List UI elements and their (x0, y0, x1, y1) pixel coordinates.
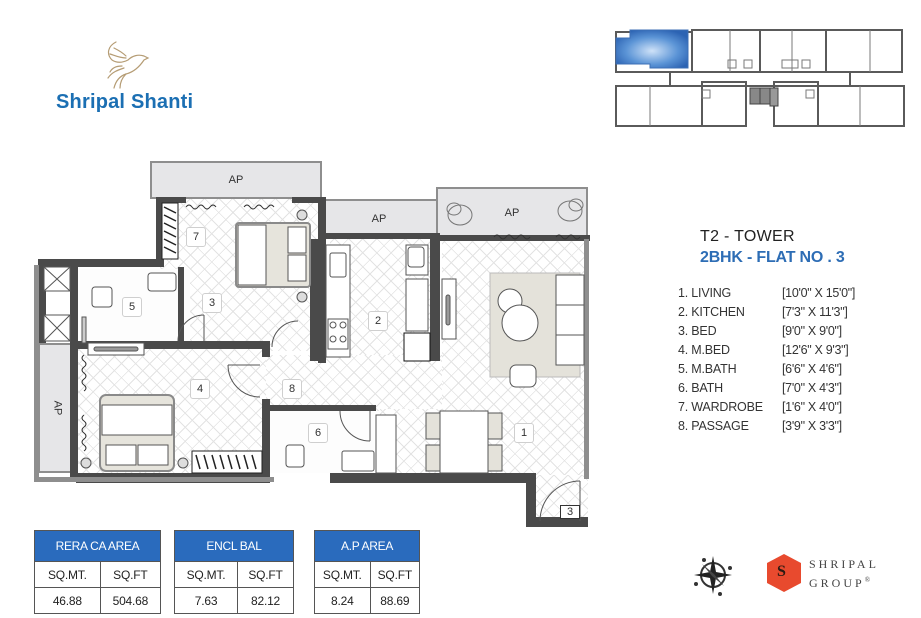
group-line2-wrap: GROUP® (809, 572, 879, 591)
entry-floor (534, 475, 588, 525)
flat-name: 2BHK - FLAT NO . 3 (700, 249, 845, 266)
key-plan-icon (615, 29, 905, 127)
col-header: SQ.FT (99, 561, 162, 588)
wall (156, 197, 186, 203)
compass-rose-icon (694, 556, 732, 596)
wall (38, 259, 164, 267)
room-name: 7. WARDROBE (678, 399, 763, 414)
room-row: 2. KITCHEN [7'3" X 11'3"] (678, 302, 918, 321)
table-value: 504.68 (99, 587, 162, 614)
room-dimension: [7'0" X 4'3"] (782, 380, 842, 395)
furniture-layer (43, 198, 585, 522)
room-name: 5. M.BATH (678, 361, 737, 376)
wall (266, 405, 376, 411)
room-schedule: 1. LIVING [10'0" X 15'0"] 2. KITCHEN [7'3"… (678, 283, 918, 435)
room-row: 3. BED [9'0" X 9'0"] (678, 321, 918, 340)
room-name: 1. LIVING (678, 285, 732, 300)
wall (70, 267, 78, 343)
room-row: 1. LIVING [10'0" X 15'0"] (678, 283, 918, 302)
table-value: 7.63 (173, 587, 239, 614)
wall (156, 197, 164, 267)
room-dimension: [1'6" X 4'0"] (782, 399, 842, 414)
group-letter: S (777, 563, 786, 580)
dove-icon (107, 41, 150, 89)
room-row: 5. M.BATH [6'6" X 4'6"] (678, 359, 918, 378)
wall (178, 267, 184, 347)
group-line1: SHRIPAL (809, 557, 879, 571)
room-label-mbed: 4 (190, 379, 210, 399)
project-name: Shripal Shanti (56, 91, 194, 113)
wall (430, 239, 440, 361)
room-row: 8. PASSAGE [3'9" X 3'3"] (678, 416, 918, 435)
group-name: SHRIPAL GROUP® (809, 556, 879, 591)
group-line2: GROUP (809, 576, 865, 590)
room-name: 2. KITCHEN (678, 304, 745, 319)
wall (70, 341, 270, 349)
col-header: SQ.FT (369, 561, 421, 588)
room-name: 8. PASSAGE (678, 418, 749, 433)
room-name: 6. BATH (678, 380, 723, 395)
room-dimension: [7'3" X 11'3"] (782, 304, 848, 319)
room-label-living: 1 (514, 423, 534, 443)
wall (292, 197, 326, 203)
flat-title-block: T2 - TOWER 2BHK - FLAT NO . 3 (700, 228, 910, 267)
col-header: SQ.MT. (34, 561, 101, 588)
ap-label: AP (371, 213, 387, 225)
room-name: 4. M.BED (678, 342, 730, 357)
room-row: 6. BATH [7'0" X 4'3"] (678, 378, 918, 397)
room-label-entry: 3 (560, 505, 580, 519)
ap-label: AP (504, 207, 520, 219)
wall (262, 341, 270, 357)
room-dimension: [10'0" X 15'0"] (782, 285, 856, 300)
room-dimension: [6'6" X 4'6"] (782, 361, 842, 376)
table-title: A.P AREA (314, 530, 420, 562)
room-name: 3. BED (678, 323, 717, 338)
table-value: 88.69 (369, 587, 421, 614)
wall (262, 399, 270, 473)
table-value: 82.12 (237, 587, 294, 614)
floor-plan: AP AP AP AP (30, 155, 600, 527)
col-header: SQ.FT (237, 561, 294, 588)
col-header: SQ.MT. (173, 561, 239, 588)
wall (526, 473, 536, 525)
room-label-bed: 3 (202, 293, 222, 313)
tower-name: T2 - TOWER (700, 228, 795, 245)
room-label-bath: 6 (308, 423, 328, 443)
room-label-mbath: 5 (122, 297, 142, 317)
wall (584, 239, 589, 479)
registered-mark: ® (864, 576, 871, 584)
room-dimension: [9'0" X 9'0"] (782, 323, 842, 338)
room-label-kitchen: 2 (368, 311, 388, 331)
ap-balcony-left: AP (38, 343, 76, 473)
wall (34, 477, 274, 482)
table-value: 8.24 (314, 587, 371, 614)
wall (70, 347, 78, 481)
wall (310, 239, 320, 361)
table-value: 46.88 (34, 587, 101, 614)
room-dimension: [3'9" X 3'3"] (782, 418, 842, 433)
room-label-passage: 8 (282, 379, 302, 399)
table-title: ENCL BAL (174, 530, 294, 562)
wall (320, 233, 440, 239)
wall (526, 517, 588, 527)
room-dimension: [12'6" X 9'3"] (782, 342, 849, 357)
project-logo: Shripal Shanti (50, 38, 210, 118)
col-header: SQ.MT. (314, 561, 371, 588)
table-title: RERA CA AREA (34, 530, 161, 562)
wall (38, 259, 46, 343)
room-row: 7. WARDROBE [1'6" X 4'0"] (678, 397, 918, 416)
ap-label: AP (228, 174, 244, 186)
wall (34, 265, 39, 481)
wall (330, 473, 534, 483)
wall (318, 197, 326, 363)
ap-balcony-top-left: AP (150, 161, 322, 199)
room-row: 4. M.BED [12'6" X 9'3"] (678, 340, 918, 359)
hexagon-logo-icon (767, 554, 801, 592)
ap-balcony-living: AP (436, 187, 588, 239)
room-label-wardrobe: 7 (186, 227, 206, 247)
shripal-group-logo: S SHRIPAL GROUP® (765, 553, 905, 595)
